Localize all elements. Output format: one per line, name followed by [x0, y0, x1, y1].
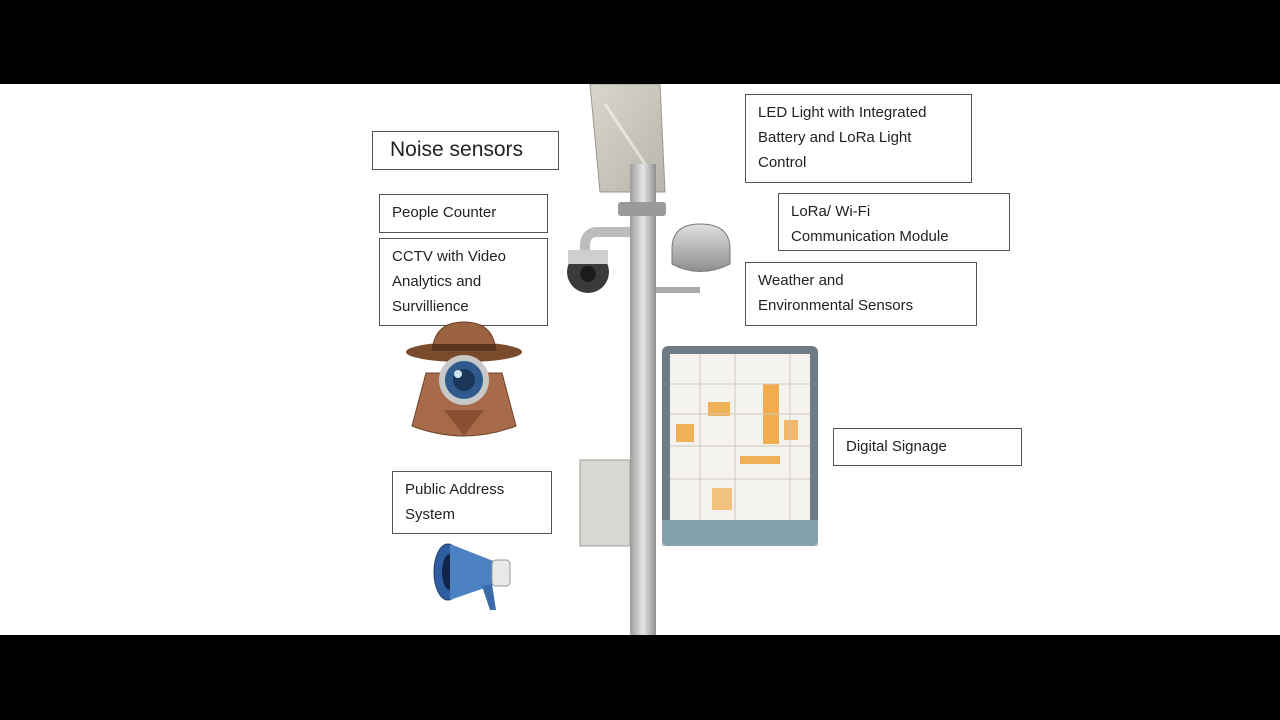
pa-cabinet — [580, 460, 630, 546]
noise-sensors-label: Noise sensors — [372, 131, 559, 170]
megaphone-icon — [430, 540, 516, 614]
cctv-label: CCTV with Video Analytics and Survillien… — [379, 238, 548, 326]
weather-sensors-label: Weather and Environmental Sensors — [745, 262, 977, 326]
lora-wifi-label: LoRa/ Wi-Fi Communication Module — [778, 193, 1010, 251]
weather-sensor-dome — [672, 224, 730, 272]
spy-detective-icon — [404, 318, 524, 443]
cctv-arm — [585, 232, 630, 252]
public-address-label: Public Address System — [392, 471, 552, 534]
letterbox-top — [0, 0, 1280, 84]
led-light-label: LED Light with Integrated Battery and Lo… — [745, 94, 972, 183]
smart-pole-illustration — [0, 84, 1280, 635]
pole — [630, 164, 656, 635]
digital-signage-label: Digital Signage — [833, 428, 1022, 466]
slide: Noise sensors People Counter CCTV with V… — [0, 84, 1280, 635]
letterbox-bottom — [0, 635, 1280, 720]
people-counter-label: People Counter — [379, 194, 548, 233]
